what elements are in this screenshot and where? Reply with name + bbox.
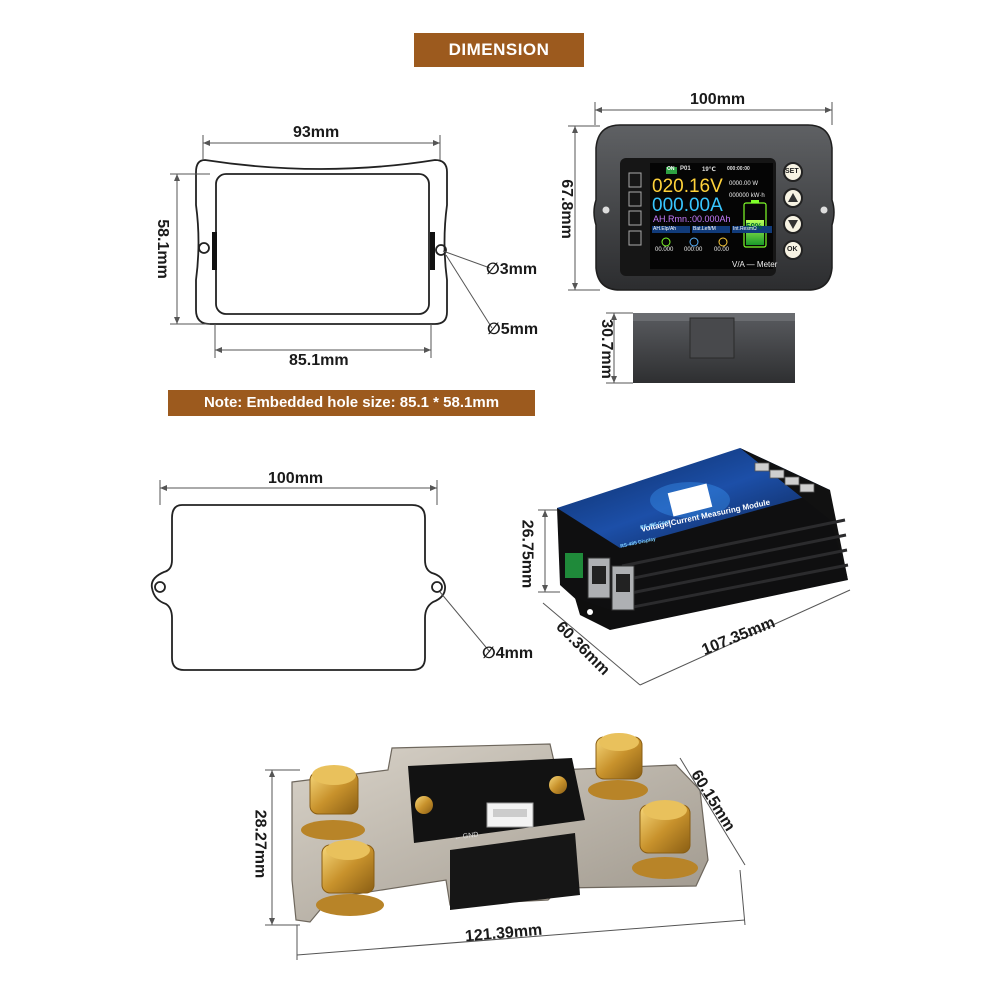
screen-value-2: 000:00 [684, 247, 703, 253]
screen-footer: V/A — Meter [732, 260, 778, 269]
meter-depth-label: 30.7mm [597, 319, 615, 379]
screen-battery-percent: 50% [746, 222, 763, 231]
module-outline-drawing [150, 504, 446, 671]
screen-power: 0000.00 W [729, 181, 759, 187]
panel-width-label: 93mm [293, 124, 340, 141]
module-hole-label: ∅4mm [482, 645, 534, 662]
meter-height-label: 67.8mm [557, 179, 575, 239]
screen-value-3: 00.00 [714, 247, 730, 253]
screen-tab-1: AH.Elp/Ah [653, 226, 677, 232]
panel-hole-small-label: ∅3mm [486, 261, 538, 278]
module-3d-drawing [557, 448, 849, 630]
button-set-label: SET [785, 168, 799, 175]
screen-indicator: ON [667, 166, 675, 172]
meter-side-drawing [633, 313, 795, 383]
meter-front-drawing [593, 124, 835, 291]
meter-buttons [783, 162, 803, 260]
note-banner: Note: Embedded hole size: 85.1 * 58.1mm [168, 390, 535, 416]
screen-current: 000.00A [652, 195, 723, 216]
shunt-drawing [291, 733, 709, 923]
title-banner: DIMENSION [414, 33, 584, 67]
module-height-label: 26.75mm [518, 519, 536, 589]
screen-tab-3: Int.ResmΩ [733, 226, 757, 232]
panel-hole-large-label: ∅5mm [487, 321, 539, 338]
screen-tab-2: Bat.Left/M [693, 226, 716, 232]
screen-value-1: 00.000 [655, 247, 674, 253]
panel-outline-drawing [195, 159, 448, 325]
screen-energy: 000000 kW·h [729, 193, 765, 199]
screen-temperature: 19℃ [702, 167, 716, 173]
panel-height-label: 58.1mm [153, 219, 171, 279]
screen-voltage: 020.16V [652, 176, 723, 197]
meter-width-label: 100mm [690, 91, 746, 108]
shunt-height-label: 28.27mm [251, 809, 269, 879]
button-ok-label: OK [787, 246, 798, 253]
clip-right [430, 232, 435, 270]
module-width-label: 100mm [268, 470, 324, 487]
screen-program: P01 [680, 166, 691, 172]
shunt-bolts [301, 733, 698, 916]
panel-hole-width-label: 85.1mm [289, 352, 349, 369]
screen-ah-remaining: AH.Rmn.:00.000Ah [653, 214, 731, 224]
clip-left [212, 232, 217, 270]
screen-time: 000:00:00 [727, 166, 750, 172]
